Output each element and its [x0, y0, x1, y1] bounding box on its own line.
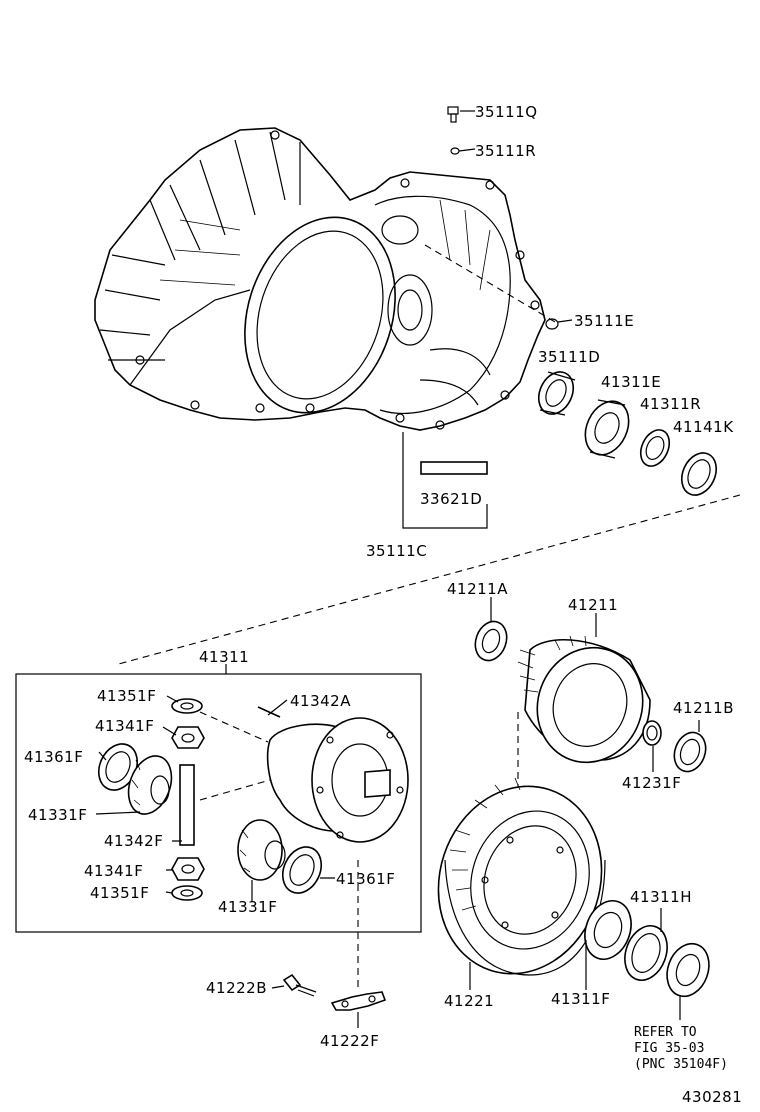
- bearing-41211B-illustration: [673, 731, 707, 773]
- dashed-leader-diff: [114, 494, 741, 666]
- dashed-leader-case: [424, 244, 556, 323]
- leader-35111C-bracket: [402, 432, 488, 529]
- side-gear-41331F-bottom-illustration: [237, 819, 286, 881]
- label-41331F-bottom: 41331F: [218, 898, 277, 916]
- label-41331F-left: 41331F: [28, 806, 87, 824]
- label-41211B: 41211B: [673, 699, 734, 717]
- label-41211A: 41211A: [447, 580, 508, 598]
- race-41311R-illustration: [639, 429, 671, 467]
- ring-gear-41221-illustration: [437, 777, 606, 976]
- label-41222B: 41222B: [206, 979, 267, 997]
- bracket-41222F-illustration: [330, 991, 387, 1011]
- reference-note-line3: (PNC 35104F): [634, 1057, 728, 1072]
- label-35111C: 35111C: [366, 542, 427, 560]
- reference-note-line1: REFER TO: [634, 1025, 697, 1040]
- label-41361F-left: 41361F: [24, 748, 83, 766]
- transaxle-housing-illustration: [94, 127, 546, 431]
- label-41231F: 41231F: [622, 774, 681, 792]
- differential-kit-box: [15, 673, 422, 933]
- seal-35104F-illustration: [666, 942, 710, 998]
- shaft-41342F-illustration: [179, 764, 195, 846]
- pin-35111R-illustration: [450, 147, 476, 155]
- label-41351F-top: 41351F: [97, 687, 156, 705]
- plug-35111Q-illustration: [447, 106, 475, 123]
- reference-note-line2: FIG 35-03: [634, 1041, 704, 1056]
- seal-35111D-illustration: [537, 371, 576, 416]
- washer-41351F-bottom-illustration: [171, 885, 203, 901]
- washer-41351F-top-illustration: [171, 698, 203, 714]
- diff-dashed-leaders: [199, 711, 271, 801]
- bearing-41311F-illustration: [584, 900, 632, 960]
- label-35111Q: 35111Q: [475, 103, 538, 121]
- label-35111R: 35111R: [475, 142, 536, 160]
- label-41342A: 41342A: [290, 692, 351, 710]
- gasket-33621D-illustration: [420, 461, 488, 475]
- side-gear-41331F-left-illustration: [127, 755, 173, 815]
- pinion-41341F-bottom-illustration: [171, 857, 205, 881]
- gear-41211-illustration: [517, 635, 651, 764]
- bushing-41231F-illustration: [642, 720, 662, 746]
- pin-41342A-illustration: [257, 706, 281, 718]
- bearing-41211A-illustration: [474, 620, 508, 662]
- label-41311F: 41311F: [551, 990, 610, 1008]
- label-41341F-top: 41341F: [95, 717, 154, 735]
- label-41141K: 41141K: [673, 418, 734, 436]
- label-41311H: 41311H: [630, 888, 692, 906]
- label-41311E: 41311E: [601, 373, 661, 391]
- label-33621D: 33621D: [420, 490, 482, 508]
- label-41361F-right: 41361F: [336, 870, 395, 888]
- label-41341F-bottom: 41341F: [84, 862, 143, 880]
- label-41342F: 41342F: [104, 832, 163, 850]
- washer-41361F-right-illustration: [281, 846, 323, 894]
- label-41351F-bottom: 41351F: [90, 884, 149, 902]
- label-41222F: 41222F: [320, 1032, 379, 1050]
- label-35111D: 35111D: [538, 348, 600, 366]
- label-41221: 41221: [444, 992, 494, 1010]
- label-41211: 41211: [568, 596, 618, 614]
- label-41311: 41311: [199, 648, 249, 666]
- label-41311R: 41311R: [640, 395, 701, 413]
- shim-41311H-illustration: [624, 925, 668, 981]
- figure-number: 430281: [682, 1088, 742, 1106]
- bolt-41222B-illustration: [282, 973, 317, 997]
- ring-35111E-illustration: [545, 318, 573, 330]
- label-35111E: 35111E: [574, 312, 634, 330]
- bearing-41311E-illustration: [584, 399, 630, 459]
- shim-41141K-illustration: [680, 452, 718, 496]
- pinion-41341F-top-illustration: [171, 726, 205, 749]
- differential-case-illustration: [266, 717, 409, 843]
